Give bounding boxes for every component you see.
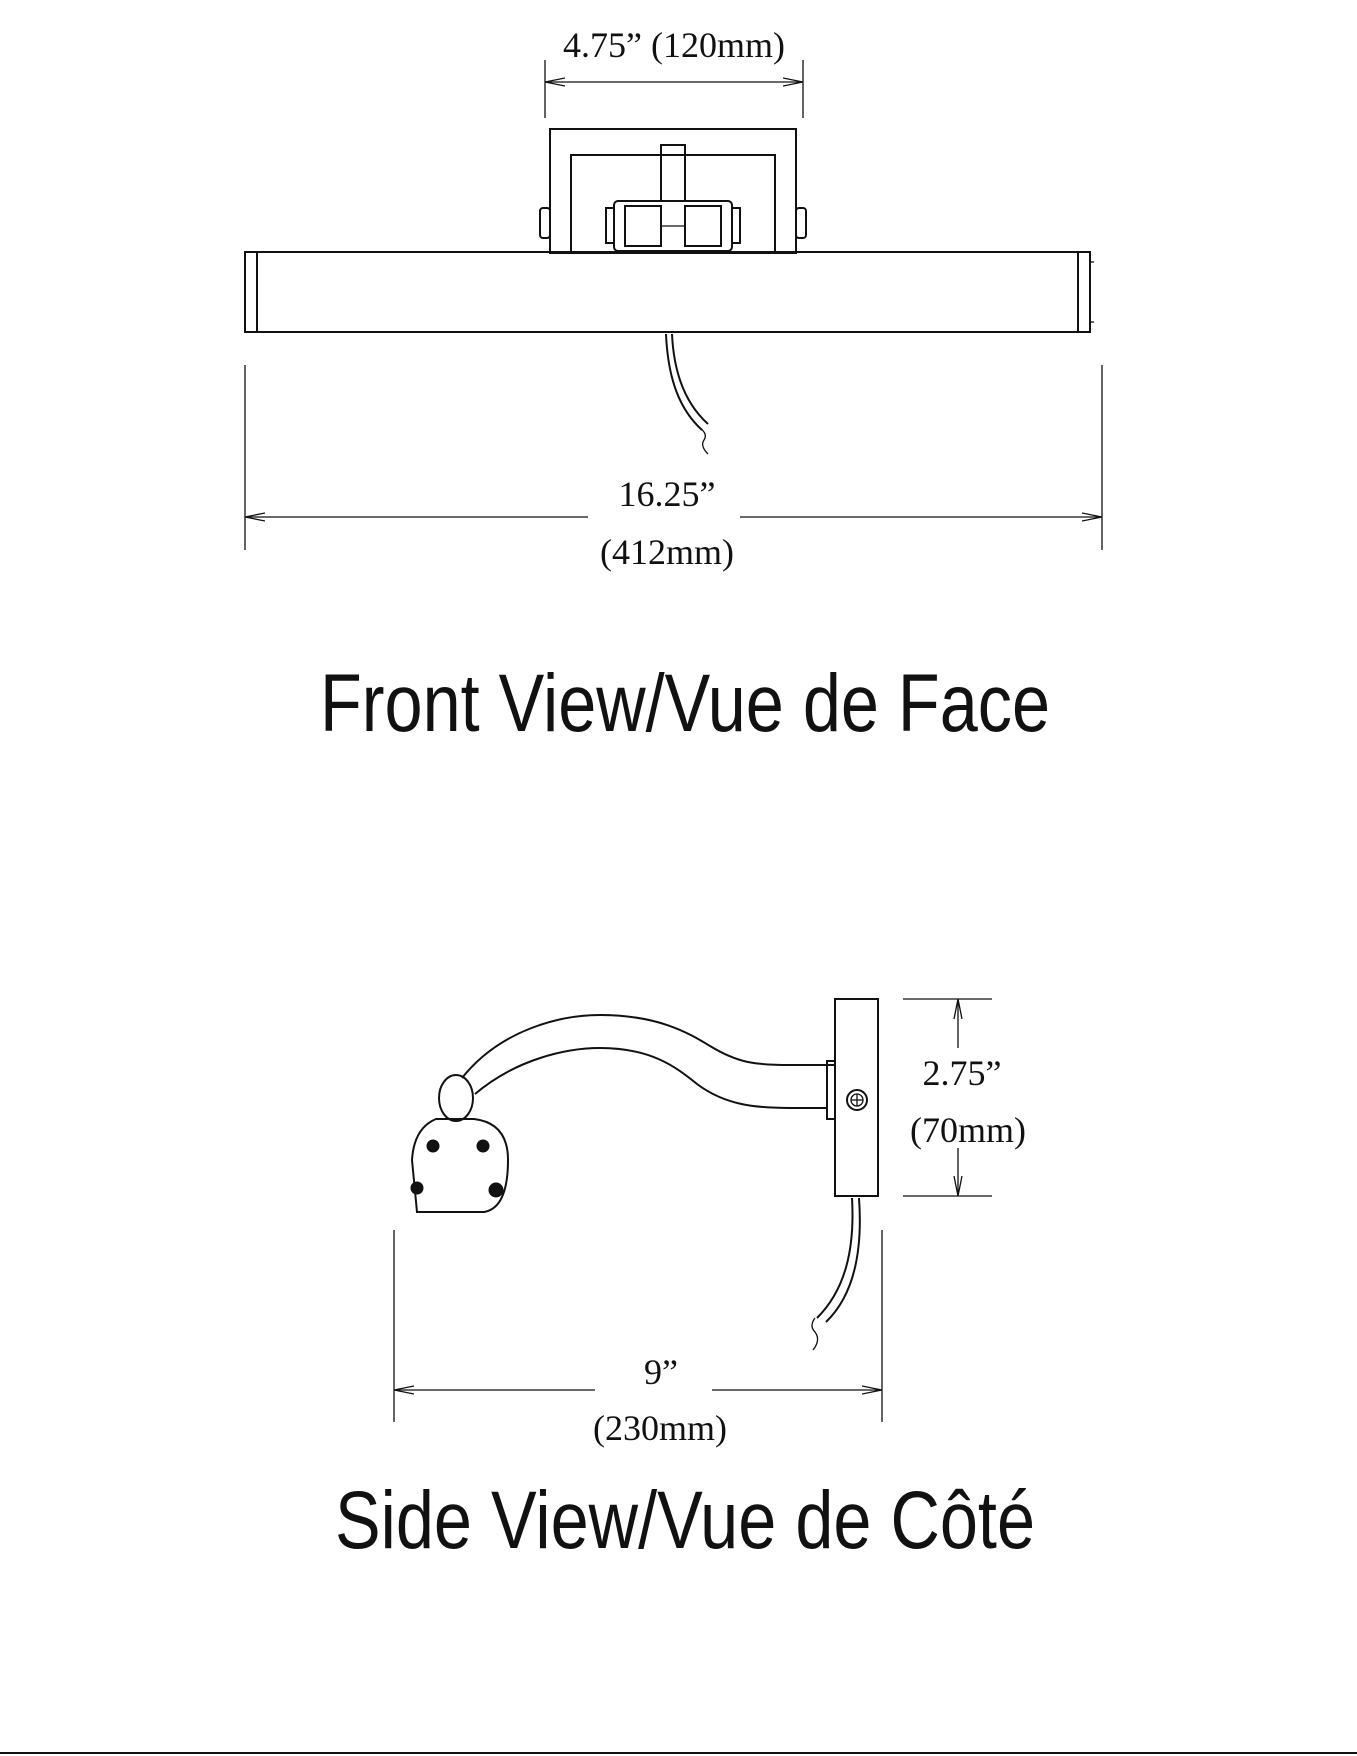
side-wall-plate [826,998,879,1197]
screw-icon [476,1139,490,1153]
side-lamp-head [410,1074,510,1213]
screw-icon [410,1181,424,1195]
overall-width-inches: 16.25” [619,474,716,514]
side-view: 2.75” (70mm) 9” (230mm) Side View/Vue de… [335,998,1035,1566]
height-dimension: 2.75” (70mm) [903,998,1026,1197]
power-cord [665,333,709,455]
overall-width-dimension: 16.25” (412mm) [244,365,1103,572]
lamp-bar [244,251,1094,333]
top-width-dimension: 4.75” (120mm) [544,25,804,118]
side-power-cord [811,1197,861,1351]
depth-dimension: 9” (230mm) [393,1230,883,1448]
top-width-label: 4.75” (120mm) [563,25,785,65]
depth-mm: (230mm) [593,1408,727,1448]
overall-width-mm: (412mm) [600,532,734,572]
front-view: 4.75” (120mm) [244,25,1103,749]
screw-icon [426,1139,440,1153]
front-view-title: Front View/Vue de Face [320,658,1050,749]
screw-icon [488,1182,504,1198]
side-arm [461,1013,835,1109]
depth-inches: 9” [644,1352,678,1392]
height-inches: 2.75” [923,1053,1002,1093]
wall-plate [539,128,807,254]
height-mm: (70mm) [910,1110,1026,1150]
side-view-title: Side View/Vue de Côté [335,1475,1035,1566]
